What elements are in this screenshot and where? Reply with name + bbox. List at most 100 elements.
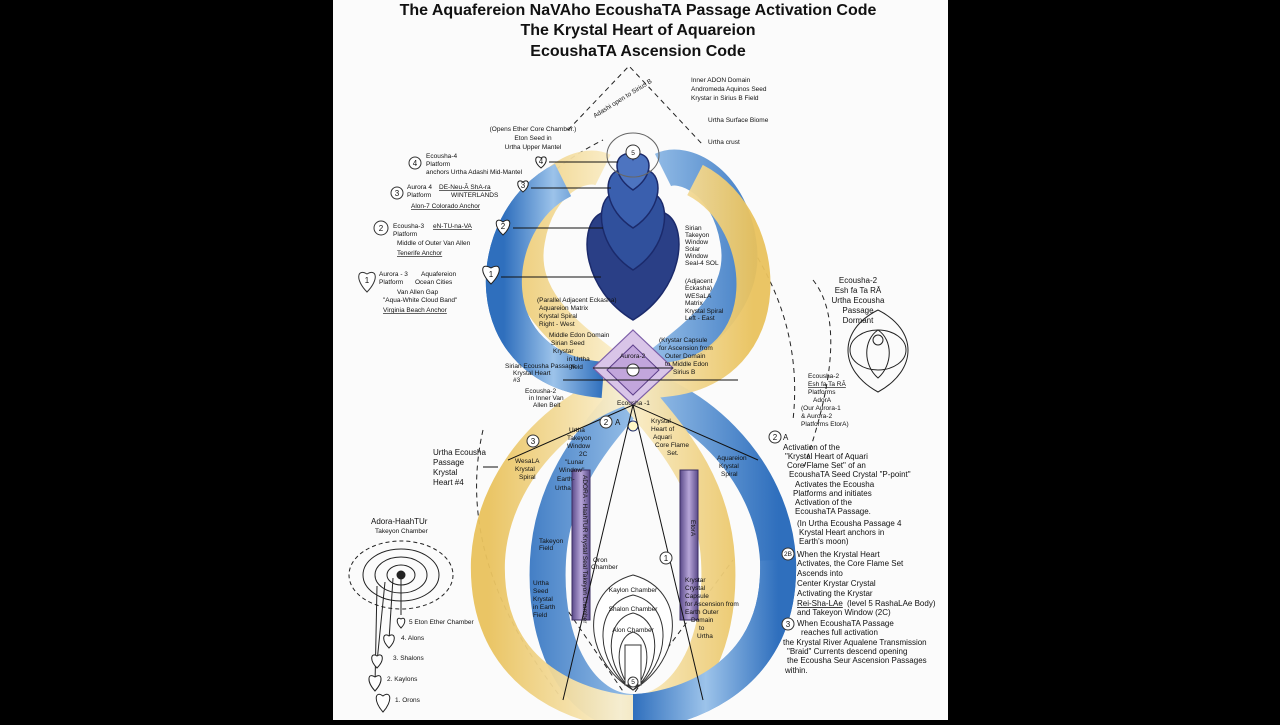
e4-line-2: Platform [426, 161, 450, 168]
e3-line-2: Platform [393, 231, 417, 238]
diagram-panel: The Aquafereion NaVAho EcoushaTA Passage… [333, 0, 948, 725]
legend-3: 3. Shalons [393, 655, 424, 662]
etora-tube [679, 469, 699, 621]
krystar-capsule-labels: Krystar Crystal Capsule for Ascension fr… [685, 577, 739, 640]
right-num-3: 3 [786, 620, 791, 629]
middle-edon-5: field [571, 364, 583, 371]
ecousha2-inner-3: Allen Belt [533, 402, 561, 409]
kaylon-chamber-label: Kaylon Chamber [609, 587, 658, 594]
ut-3: Window [567, 443, 590, 450]
kc-6: Domain [691, 617, 714, 624]
sirian-window-4: Solar [685, 246, 701, 253]
e2b-2: Esh fa Ta RĀ [808, 380, 846, 388]
act-3: Core Flame Set" of an [787, 461, 866, 470]
ut-4: 2C [579, 451, 588, 458]
passage3-2: Krystal Heart [513, 370, 551, 377]
capsule-2: for Ascension from [659, 345, 713, 352]
sirian-window-5: Window [685, 253, 708, 260]
e4-line-3: anchors Urtha Adashi Mid-Mantel [426, 169, 523, 176]
middle-edon-4: in Urtha [567, 356, 590, 363]
urtha-seed-labels: Urtha Seed Krystal in Earth Field [533, 580, 556, 619]
takeyon-chamber-label: Takeyon Chamber [375, 528, 429, 535]
aq-spiral-2: Krystal [719, 463, 739, 470]
ether-core-ring [606, 132, 660, 178]
inner-adon-2: Andromeda Aquinos Seed [691, 86, 767, 93]
adjacent-1: (Adjacent [685, 278, 713, 285]
passage-text: When EcoushaTA Passage reaches full acti… [783, 619, 927, 675]
a4-line-1: Aurora 4 [407, 184, 432, 191]
capsule-5: Sirius B [673, 369, 695, 376]
takeyon-field-2: Field [539, 545, 553, 552]
inner-adon-3: Krystar in Sirius B Field [691, 95, 759, 102]
e3-anchor: Tenerife Anchor [397, 250, 443, 257]
ut-6: Window" [559, 467, 585, 474]
oron-num: 1 [664, 554, 669, 563]
takeyon-legend: 5 Eton Ether Chamber 4. Alons 3. Shalons… [387, 619, 475, 704]
a3-right-1: Aquafereion [421, 271, 456, 278]
kc-8: Urtha [697, 633, 713, 640]
pt-2: reaches full activation [801, 628, 878, 637]
up4-1: Urtha Ecousha [433, 448, 486, 457]
wesala-1: WesaLA [515, 458, 540, 465]
left-num-1: 1 [365, 276, 370, 285]
ut-2: Takeyon [567, 435, 592, 442]
up4-4: Heart #4 [433, 478, 464, 487]
title-line-2: The Krystal Heart of Aquareion [520, 22, 755, 39]
us-2: Seed [533, 588, 549, 595]
core-flame-point [627, 420, 639, 432]
sirian-window-labels: Sirian Takeyon Window Solar Window Seal-… [685, 225, 719, 267]
legend-5: 5 Eton Ether Chamber [409, 619, 475, 626]
us-4: in Earth [533, 604, 556, 611]
kc-2: Crystal [685, 585, 706, 592]
left-num-4: 4 [413, 159, 418, 168]
marker-2a-num: 2 [604, 418, 609, 427]
adjacent-3: WESaLA [685, 293, 712, 300]
oron-2: Chamber [591, 564, 619, 571]
legend-2: 2. Kaylons [387, 676, 418, 683]
a3-right-4: "Aqua-White Cloud Band" [383, 297, 458, 304]
ecousha2-inner-2: in Inner Van [529, 395, 564, 402]
kh-5: Set. [667, 450, 679, 457]
right-num-2a: 2 [773, 433, 778, 442]
parallel-3: Krystal Spiral [539, 313, 578, 320]
inner-adon-1: Inner ADON Domain [691, 77, 751, 84]
capsule-1: (Krystar Capsule [659, 337, 708, 344]
wesala-3: Spiral [519, 474, 536, 481]
parallel-2: Aquareion Matrix [539, 305, 589, 312]
a3-line-2: Platform [379, 279, 403, 286]
marker-5-circle [625, 144, 641, 160]
oron-1: Oron [593, 557, 608, 564]
e2-top-2: Esh fa Ta RĀ [835, 286, 882, 295]
urtha-crust: Urtha crust [708, 139, 740, 146]
middle-edon-2: Sirian Seed [551, 340, 585, 347]
sirian-window-6: Seal-4 SOL [685, 260, 719, 267]
rei-sha-rest: (level 5 RashaLAe Body) [847, 599, 936, 608]
alon-chamber-label: Alon Chamber [612, 627, 654, 634]
act-6: Platforms and initiates [793, 489, 872, 498]
marker-1: 1 [489, 270, 494, 279]
shalon-chamber-label: Shalon Chamber [609, 606, 659, 613]
e2-top-1: Ecousha-2 [839, 276, 878, 285]
activation-text: Activation of the "Krystal Heart of Aqua… [783, 443, 911, 546]
adora-label: Adora-HaahTUr [371, 517, 428, 526]
pt-3: the Krystal River Aqualene Transmission [783, 638, 927, 647]
ht-1: When the Krystal Heart [797, 550, 880, 559]
bottom-chambers [593, 574, 673, 691]
act-11: Earth's moon) [799, 537, 849, 546]
e2-top-3: Urtha Ecousha [832, 296, 885, 305]
marker-3: 3 [521, 181, 526, 190]
act-2: "Krystal Heart of Aquari [785, 452, 868, 461]
parallel-4: Right - West [539, 321, 575, 328]
capsule-labels: (Krystar Capsule for Ascension from Oute… [659, 337, 713, 376]
left-num-2: 2 [379, 224, 384, 233]
rei-sha: Rei-Sha-LAe [797, 599, 843, 608]
kh-3: Aquari [653, 434, 672, 441]
ut-5: "Lunar [565, 459, 585, 466]
adjacent-labels: (Adjacent Eckasha) WESaLA Matrix Krystal… [685, 278, 724, 322]
kc-4: for Ascension from [685, 601, 739, 608]
left-num-3: 3 [395, 189, 400, 198]
a3-right-2: Ocean Cities [415, 279, 453, 286]
e2b-1: Ecousha-2 [808, 373, 839, 380]
kc-1: Krystar [685, 577, 706, 584]
